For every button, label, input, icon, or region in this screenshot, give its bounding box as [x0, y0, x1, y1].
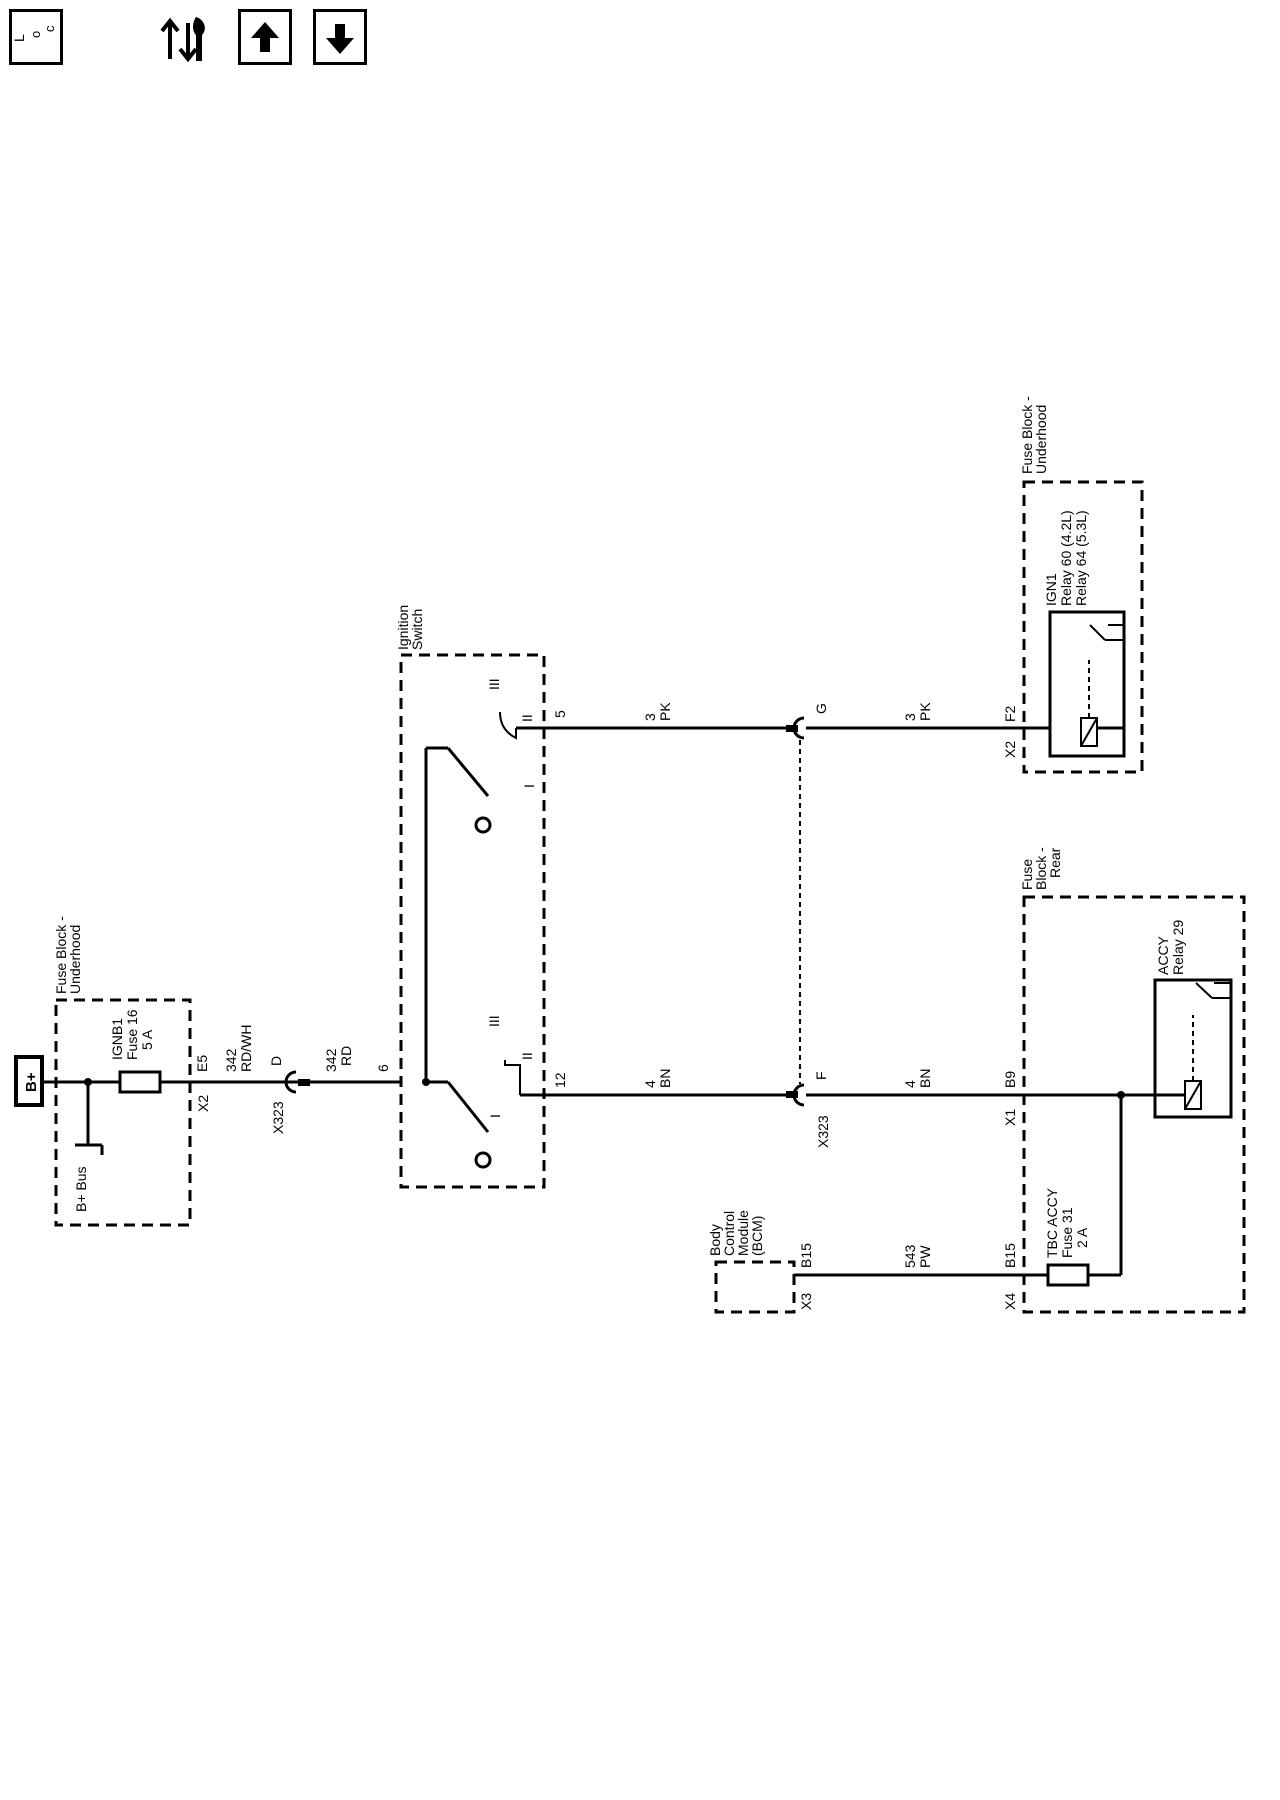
accy-relay-switch: [1195, 982, 1231, 999]
bcm-pin-x3: X3: [798, 1293, 814, 1310]
position-ii-upper: II: [519, 714, 535, 722]
accy-relay-label-2: Relay 29: [1170, 920, 1186, 975]
bcm-pin-b15: B15: [798, 1243, 814, 1268]
wire-342-rdwh-color: RD/WH: [238, 1025, 254, 1072]
fuse-block-underhood-left-label-1: Fuse Block -: [53, 916, 69, 994]
fuse-block-underhood-right-label-1: Fuse Block -: [1019, 396, 1035, 474]
toolbar: L o c: [0, 0, 400, 80]
fuse-ignb1-label-3: 5 A: [139, 1029, 155, 1050]
bcm-label-1: Body: [707, 1224, 723, 1256]
location-icon: L o c: [11, 25, 57, 42]
wire-342-rdwh-circuit: 342: [223, 1048, 239, 1072]
ign1-relay-label-3: Relay 64 (5.3L): [1073, 510, 1089, 606]
pin-x1: X1: [1002, 1109, 1018, 1126]
wire-342-rd-circuit: 342: [323, 1048, 339, 1072]
switch-contact-ii-lower: [504, 1060, 521, 1095]
tbc-pin-b15: B15: [1002, 1243, 1018, 1268]
tbc-pin-x4: X4: [1002, 1293, 1018, 1310]
bcm-label-4: (BCM): [749, 1216, 765, 1256]
next-button[interactable]: [313, 9, 367, 65]
wire-4-bn-a-color: BN: [657, 1069, 673, 1088]
fuse-block-rear-label-3: Rear: [1047, 847, 1063, 878]
ignition-pin-12: 12: [552, 1072, 568, 1088]
ignition-switch-label-2: Switch: [409, 609, 425, 650]
body-control-module: [714, 1260, 796, 1314]
position-ii-lower: II: [519, 1052, 535, 1060]
wire-4-bn-a-circuit: 4: [642, 1080, 658, 1088]
wire-3-pk-b-circuit: 3: [902, 713, 918, 721]
wire-3-pk-a-color: PK: [657, 702, 673, 721]
switch-contact-off-upper: [474, 816, 492, 834]
fuse-ignb1-label-1: IGNB1: [109, 1018, 125, 1060]
svg-text:o: o: [28, 31, 43, 38]
position-iii-lower: III: [486, 1015, 502, 1027]
fuse-ignb1-label-2: Fuse 16: [124, 1009, 140, 1060]
arrow-up-icon: [251, 22, 279, 52]
connector-x323-d-pin: D: [268, 1056, 284, 1066]
connector-x323-d: [284, 1070, 297, 1094]
ign1-relay-switch: [1089, 624, 1124, 641]
pin-e5: E5: [194, 1055, 210, 1072]
accy-relay-label-1: ACCY: [1155, 935, 1171, 975]
battery-label: B+: [23, 1072, 40, 1092]
tbc-accy-fuse-label-1: TBC ACCY: [1044, 1187, 1060, 1258]
fuse-block-rear-label-2: Block -: [1033, 847, 1049, 890]
wire-543-pw-circuit: 543: [902, 1244, 918, 1268]
ignition-switch: [399, 653, 546, 1189]
wire-3-pk-a-circuit: 3: [642, 713, 658, 721]
connector-x323-d-name: X323: [270, 1101, 286, 1134]
ignition-pin-6: 6: [375, 1064, 391, 1072]
fuse-block-rear: [1022, 895, 1246, 1314]
fuse-block-rear-label-1: Fuse: [1019, 859, 1035, 890]
position-i-upper: I: [521, 784, 537, 788]
fuse-block-underhood-left-label-2: Underhood: [67, 925, 83, 994]
tbc-accy-fuse-label-2: Fuse 31: [1059, 1207, 1075, 1258]
svg-text:c: c: [42, 25, 57, 32]
bplus-bus-label: B+ Bus: [73, 1166, 89, 1212]
connector-x323-f: [792, 1083, 805, 1107]
svg-text:L: L: [12, 34, 27, 42]
connector-x323-f-name: X323: [815, 1115, 831, 1148]
position-i-lower: I: [487, 1114, 503, 1118]
ign1-relay-label-1: IGN1: [1043, 573, 1059, 606]
pin-f2: F2: [1002, 705, 1018, 722]
pin-b9: B9: [1002, 1071, 1018, 1088]
fuse-block-underhood-right: [1022, 480, 1144, 774]
ignition-switch-label-1: Ignition: [395, 605, 411, 650]
wire-4-bn-b-circuit: 4: [902, 1080, 918, 1088]
switch-contact-off-lower: [474, 1151, 492, 1169]
fuse-ignb1: [118, 1070, 162, 1094]
tbc-accy-fuse: [1046, 1263, 1090, 1287]
ign1-relay-label-2: Relay 60 (4.2L): [1058, 510, 1074, 606]
switch-blade-upper: [446, 747, 490, 797]
bcm-label-3: Module: [735, 1210, 751, 1256]
pin-x2-left: X2: [195, 1095, 211, 1112]
connector-ends-button[interactable]: [156, 9, 210, 65]
wire-4-bn-b-color: BN: [917, 1069, 933, 1088]
ignition-pin-5: 5: [552, 710, 568, 718]
connector-g-pin: G: [813, 703, 829, 714]
wire-342-rd-color: RD: [338, 1046, 354, 1066]
fuse-block-underhood-right-label-2: Underhood: [1033, 405, 1049, 474]
switch-blade-lower: [446, 1081, 490, 1133]
bcm-label-2: Control: [721, 1211, 737, 1256]
previous-button[interactable]: [238, 9, 292, 65]
switch-contact-ii-upper: [499, 711, 517, 740]
connector-x323-f-pin: F: [813, 1071, 829, 1080]
pin-x2-right: X2: [1002, 741, 1018, 758]
wire-543-pw-color: PW: [917, 1245, 933, 1268]
wire-3-pk-b-color: PK: [917, 702, 933, 721]
connector-x323-g: [792, 716, 805, 740]
position-iii-upper: III: [486, 678, 502, 690]
tbc-accy-fuse-label-3: 2 A: [1074, 1227, 1090, 1248]
arrow-down-icon: [326, 24, 354, 54]
location-button[interactable]: L o c: [9, 9, 63, 65]
wrench-arrows-icon: [160, 17, 205, 63]
